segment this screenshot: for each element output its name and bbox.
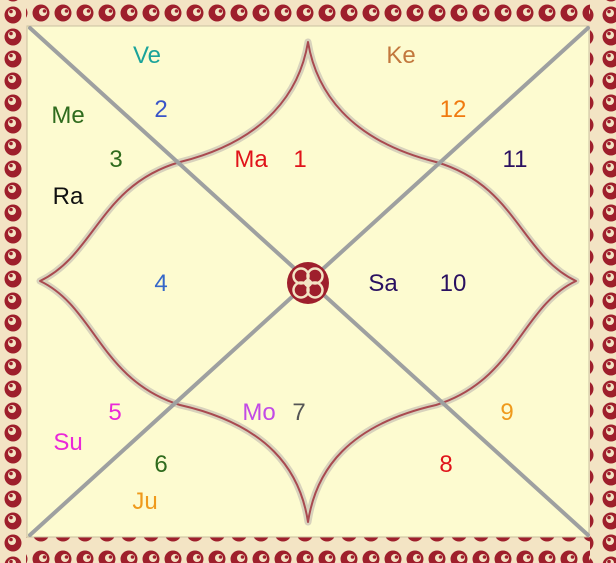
- planet-moon: Mo: [242, 401, 275, 425]
- house-number-7: 7: [292, 401, 305, 425]
- bottom-border-pattern: [0, 537, 616, 563]
- house-number-9: 9: [500, 401, 513, 425]
- planet-venus: Ve: [133, 44, 161, 68]
- planet-jupiter: Ju: [132, 490, 157, 514]
- house-number-6: 6: [154, 453, 167, 477]
- planet-rahu: Ra: [53, 185, 84, 209]
- house-number-11: 11: [503, 148, 528, 172]
- planet-mars: Ma: [234, 148, 267, 172]
- center-knot-icon: [287, 262, 329, 304]
- top-border-pattern: [0, 0, 616, 26]
- planet-ketu: Ke: [386, 44, 415, 68]
- planet-saturn: Sa: [368, 272, 397, 296]
- planet-sun: Su: [53, 431, 82, 455]
- house-number-12: 12: [440, 98, 467, 122]
- house-number-4: 4: [154, 272, 167, 296]
- house-number-8: 8: [439, 453, 452, 477]
- right-border-pattern: [590, 0, 616, 563]
- planet-mercury: Me: [51, 104, 84, 128]
- left-border-pattern: [0, 0, 26, 563]
- house-number-2: 2: [154, 98, 167, 122]
- house-number-10: 10: [440, 272, 467, 296]
- house-number-1: 1: [293, 148, 306, 172]
- house-number-3: 3: [109, 148, 122, 172]
- house-number-5: 5: [108, 401, 121, 425]
